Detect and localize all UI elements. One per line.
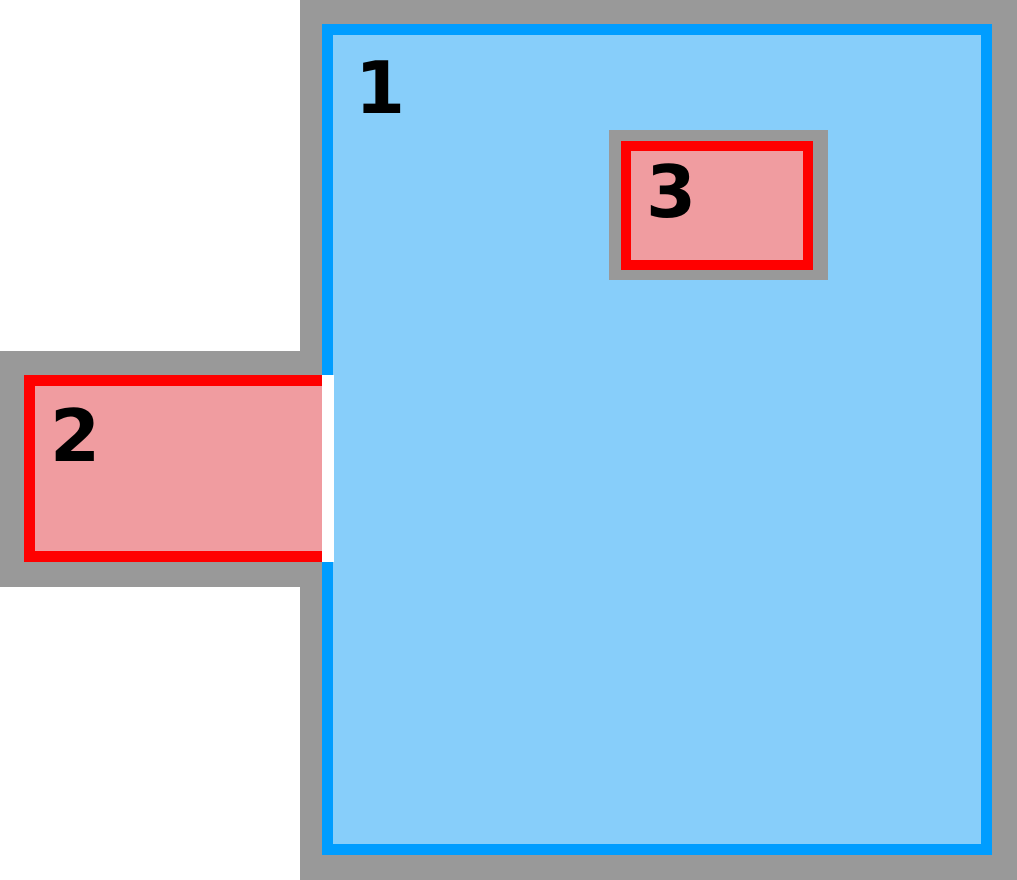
region-1-label: 1 [355, 46, 406, 130]
region-2-label: 2 [50, 394, 101, 478]
region-2-joint [322, 375, 334, 562]
region-3-box [621, 141, 813, 270]
region-2-box [24, 375, 334, 562]
region-3-label: 3 [646, 150, 697, 234]
